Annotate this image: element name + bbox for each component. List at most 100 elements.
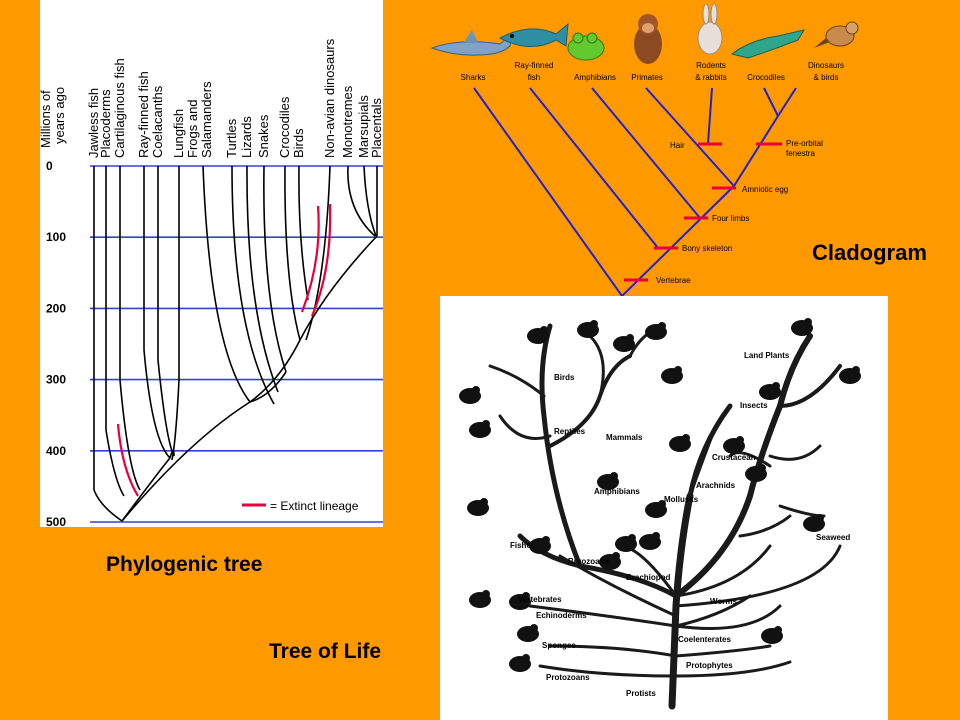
y-tick-label: 200	[46, 301, 66, 315]
trait-label: Pre-orbital	[786, 139, 823, 148]
coral-icon	[761, 626, 783, 644]
cladogram-branch	[621, 185, 735, 296]
cladogram-branch	[529, 87, 659, 249]
taxon-label: Protophytes	[686, 661, 733, 670]
shell-icon	[639, 532, 661, 550]
phylo-branch	[263, 165, 287, 373]
trait-label: Amniotic egg	[742, 185, 788, 194]
taxon-label: Lungfish	[171, 109, 186, 158]
crustacean-icon	[745, 464, 767, 482]
taxon-label: Lizards	[239, 116, 254, 158]
y-tick-label: 300	[46, 373, 66, 387]
taxon-label: Crocodiles	[747, 73, 785, 82]
cladogram-branch	[777, 87, 797, 117]
tree-branch	[539, 323, 583, 569]
taxon-label: Echinoderms	[536, 611, 587, 620]
pine-icon	[839, 366, 861, 384]
taxon-label: fish	[528, 73, 540, 82]
tree-branch	[558, 554, 678, 618]
tree-branch	[674, 544, 842, 608]
trait-label: Bony skeleton	[682, 244, 732, 253]
taxon-label: Jawless fish	[86, 88, 101, 158]
turtle-icon	[469, 420, 491, 438]
bird-icon	[814, 21, 859, 48]
axis-title-line2: years ago	[52, 87, 67, 144]
crab-icon	[669, 434, 691, 452]
tree-branch	[488, 364, 546, 398]
rabbit-icon	[697, 3, 723, 55]
taxon-label: Snakes	[256, 114, 271, 158]
taxon-label: Reptiles	[554, 427, 586, 436]
taxon-label: Amphibians	[574, 73, 616, 82]
cladogram-branch	[591, 87, 701, 219]
taxon-label: Protists	[626, 689, 656, 698]
sponge-icon	[517, 624, 539, 642]
taxon-label: Birds	[291, 128, 306, 158]
phylo-branch	[157, 166, 175, 457]
taxon-label: Dinosaurs	[808, 61, 844, 70]
taxon-label: Vertebrates	[518, 595, 562, 604]
taxon-label: Land Plants	[744, 351, 790, 360]
taxon-label: Primates	[631, 73, 663, 82]
tree-branch	[588, 334, 605, 398]
taxon-label: & birds	[814, 73, 839, 82]
y-tick-label: 100	[46, 230, 66, 244]
phylo-branch	[121, 235, 378, 522]
y-tick-label: 500	[46, 515, 66, 527]
phylo-branch	[363, 165, 377, 237]
taxon-label: Mammals	[606, 433, 643, 442]
y-tick-label: 0	[46, 159, 53, 173]
taxon-label: Fishes	[510, 541, 536, 550]
dinosaur-icon	[459, 386, 481, 404]
taxon-label: Rodents	[696, 61, 726, 70]
beetle-icon	[759, 382, 781, 400]
phylo-branch	[284, 165, 301, 341]
phylo-branch	[249, 371, 287, 403]
phylo-branch	[246, 165, 279, 393]
taxon-label: Worms	[710, 597, 738, 606]
tree-branch	[548, 644, 678, 658]
gorilla-icon	[613, 334, 635, 352]
bryozoan-icon	[615, 534, 637, 552]
phylo-branch	[121, 449, 175, 522]
taxon-label: & rabbits	[695, 73, 727, 82]
taxon-label: Monotremes	[340, 85, 355, 158]
y-tick-label: 400	[46, 444, 66, 458]
tree-branch	[674, 544, 772, 598]
sea-urchin-icon	[469, 590, 491, 608]
tree-branch	[538, 664, 678, 678]
trait-label: Hair	[670, 141, 685, 150]
cladogram-branch	[733, 115, 779, 187]
taxon-label: Protozoans	[546, 673, 590, 682]
tree-branch	[674, 604, 782, 630]
tree-branch	[528, 604, 678, 628]
extinct-lineage	[116, 423, 139, 497]
bird-icon	[527, 326, 549, 344]
phylo-branch	[305, 165, 331, 341]
cladogram-branch	[473, 87, 623, 296]
scorpion-icon	[723, 436, 745, 454]
protozoan-icon	[509, 654, 531, 672]
phylo-branch	[143, 166, 171, 459]
phylo-branch	[105, 166, 125, 497]
taxon-label: Non-avian dinosaurs	[322, 38, 337, 158]
phylo-branch	[171, 166, 180, 461]
tree-branch	[778, 364, 842, 408]
tree-branch	[768, 444, 822, 461]
legend-text: = Extinct lineage	[270, 499, 359, 513]
taxon-label: Marsupials	[356, 95, 371, 158]
cladogram-caption: Cladogram	[812, 240, 927, 265]
shark-icon	[529, 536, 551, 554]
taxon-label: Turtles	[224, 118, 239, 158]
tree-branch	[728, 451, 772, 468]
starfish-icon	[509, 592, 531, 610]
tree-icon	[791, 318, 813, 336]
taxon-label: Placoderms	[98, 89, 113, 158]
taxon-label: Bryozoans	[568, 557, 609, 566]
taxon-label: Salamanders	[199, 81, 214, 158]
shark-icon	[430, 30, 513, 56]
